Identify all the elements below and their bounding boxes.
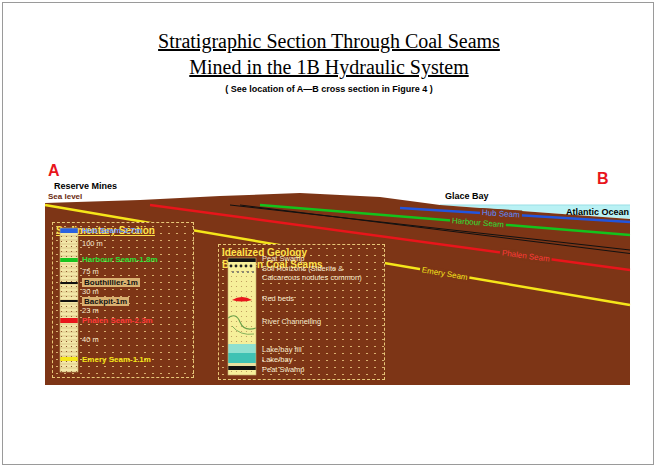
column-annotation: 23 m [82,307,99,316]
column-annotation: Backpit-1m [82,297,129,306]
column-annotation: 75 m [82,268,99,277]
column-annotation: 40 m [82,336,99,345]
subtitle-note: ( See location of A—B cross section in F… [225,84,433,94]
datum-label: Sea level [48,192,82,201]
column-annotation: Phalen Seam-2.3m [82,316,153,325]
section-end-marker: A [48,162,60,180]
slide-title: Stratigraphic Section Through Coal Seams… [130,28,528,80]
facies-label: Soil Horizons (Siderite & Calcareous nod… [262,265,380,282]
facies-label: Lake/bay fill [262,346,302,355]
column-annotation: 100 m [82,240,103,249]
column-annotation: Hub Seam-2.7m [82,226,142,235]
facies-label: River Channelling [262,318,321,327]
facies-label: Red beds [262,295,294,304]
column-annotation: Emery Seam-1.1m [82,355,151,364]
column-annotation: Bouthillier-1m [82,278,140,287]
place-name: Reserve Mines [54,181,117,191]
section-end-marker: B [597,170,609,188]
facies-label: Peat Swamp [262,255,305,264]
facies-label: Lake/bay [262,356,292,365]
place-name: Atlantic Ocean [566,207,629,217]
column-annotation: 30 m [82,288,99,297]
place-name: Glace Bay [445,191,489,201]
facies-label: Peat Swamp [262,366,305,375]
column-annotation: Harbour Seam-1.8m [82,255,158,264]
